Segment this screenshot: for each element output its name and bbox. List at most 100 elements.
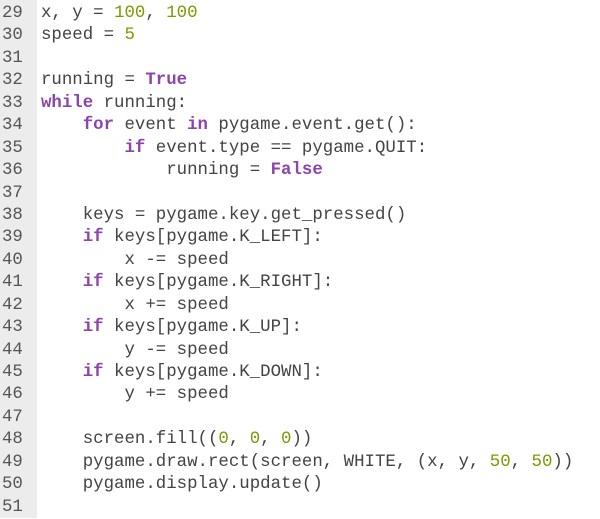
code-text: screen.fill((0, 0, 0)) xyxy=(41,429,313,451)
code-token: speed = xyxy=(41,26,125,46)
line-number: 37 xyxy=(2,183,23,203)
line-number: 32 xyxy=(2,71,23,91)
code-token: keys[pygame.K_LEFT]: xyxy=(103,228,323,248)
code-token: keys[pygame.K_DOWN]: xyxy=(103,363,323,382)
line-number: 29 xyxy=(2,4,23,23)
code-text: running = True xyxy=(41,70,187,92)
keyword-token: if xyxy=(82,273,104,293)
code-line[interactable]: 46 y += speed xyxy=(0,384,600,406)
code-line[interactable]: 38 keys = pygame.key.get_pressed() xyxy=(0,205,600,227)
code-text: while running: xyxy=(41,93,187,115)
code-token: running = xyxy=(41,71,146,91)
code-text: keys = pygame.key.get_pressed() xyxy=(41,205,407,227)
line-number: 48 xyxy=(2,430,23,450)
code-token xyxy=(41,363,83,382)
line-number: 34 xyxy=(2,116,23,136)
code-line[interactable]: 29 x, y = 100, 100 xyxy=(0,3,600,25)
code-line[interactable]: 34 for event in pygame.event.get(): xyxy=(0,115,600,137)
code-token: y -= speed xyxy=(41,340,229,360)
code-line[interactable]: 33 while running: xyxy=(0,93,600,115)
code-line[interactable]: 49 pygame.draw.rect(screen, WHITE, (x, y… xyxy=(0,452,600,474)
code-token xyxy=(41,273,83,292)
code-line[interactable]: 44 y -= speed xyxy=(0,340,600,362)
code-editor[interactable]: 29 x, y = 100, 100 30 speed = 5 31 32 running … xyxy=(0,3,600,519)
code-token: x, y = xyxy=(41,4,115,23)
keyword-token: if xyxy=(82,228,104,248)
code-text: x -= speed xyxy=(41,250,229,272)
code-token: )) xyxy=(291,430,313,450)
line-number: 33 xyxy=(2,93,23,113)
code-token xyxy=(41,318,83,337)
line-number: 45 xyxy=(2,363,23,382)
code-text: pygame.draw.rect(screen, WHITE, (x, y, 5… xyxy=(41,452,574,474)
code-text: x, y = 100, 100 xyxy=(41,3,198,25)
code-token: event xyxy=(114,116,188,136)
line-number: 42 xyxy=(2,295,23,315)
code-token xyxy=(41,228,83,247)
code-text: running = False xyxy=(41,160,323,182)
code-token xyxy=(41,116,83,135)
code-token: )) xyxy=(552,452,574,472)
line-number: 43 xyxy=(2,318,23,338)
code-line[interactable]: 41 if keys[pygame.K_RIGHT]: xyxy=(0,272,600,294)
code-token: , xyxy=(260,430,282,450)
code-token: , xyxy=(510,452,532,472)
code-token: pygame.event.get(): xyxy=(208,116,417,136)
code-token: pygame.draw.rect(screen, WHITE, (x, y, xyxy=(41,452,490,472)
line-number: 44 xyxy=(2,340,23,360)
code-token: keys[pygame.K_UP]: xyxy=(103,318,302,338)
code-token: x -= speed xyxy=(41,250,229,270)
code-text: if keys[pygame.K_RIGHT]: xyxy=(41,272,333,294)
keyword-token: if xyxy=(82,363,104,382)
code-text: y += speed xyxy=(41,384,229,406)
number-token: 0 xyxy=(281,430,292,450)
code-text: x += speed xyxy=(41,295,229,317)
code-line[interactable]: 42 x += speed xyxy=(0,295,600,317)
line-number: 51 xyxy=(2,497,23,517)
code-line[interactable]: 32 running = True xyxy=(0,70,600,92)
code-token: keys = pygame.key.get_pressed() xyxy=(41,205,407,225)
code-line[interactable]: 39 if keys[pygame.K_LEFT]: xyxy=(0,227,600,249)
code-token: running = xyxy=(41,161,271,181)
code-line[interactable]: 36 running = False xyxy=(0,160,600,182)
line-number: 41 xyxy=(2,273,23,293)
line-number: 39 xyxy=(2,228,23,248)
number-token: 0 xyxy=(218,430,229,450)
code-text: speed = 5 xyxy=(41,25,135,47)
code-token: , xyxy=(228,430,250,450)
line-number: 40 xyxy=(2,250,23,270)
code-line[interactable]: 50 pygame.display.update() xyxy=(0,474,600,496)
code-line[interactable]: 37 xyxy=(0,183,600,205)
code-token: x += speed xyxy=(41,295,229,315)
code-line[interactable]: 48 screen.fill((0, 0, 0)) xyxy=(0,429,600,451)
code-text: y -= speed xyxy=(41,340,229,362)
line-number: 30 xyxy=(2,26,23,46)
line-number-gutter xyxy=(0,0,37,518)
code-token xyxy=(41,139,125,158)
line-number: 36 xyxy=(2,161,23,181)
code-line[interactable]: 30 speed = 5 xyxy=(0,25,600,47)
code-line[interactable]: 35 if event.type == pygame.QUIT: xyxy=(0,138,600,160)
code-line[interactable]: 31 xyxy=(0,48,600,70)
code-text: if keys[pygame.K_LEFT]: xyxy=(41,227,323,249)
code-token: event.type == pygame.QUIT: xyxy=(145,138,428,158)
code-line[interactable]: 40 x -= speed xyxy=(0,250,600,272)
code-token: y += speed xyxy=(41,385,229,405)
code-token: pygame.display.update() xyxy=(41,475,323,495)
number-token: 5 xyxy=(124,26,135,46)
code-token: running: xyxy=(93,93,188,113)
code-line[interactable]: 45 if keys[pygame.K_DOWN]: xyxy=(0,362,600,384)
code-line[interactable]: 43 if keys[pygame.K_UP]: xyxy=(0,317,600,339)
code-token: screen.fill(( xyxy=(41,430,219,450)
line-number: 47 xyxy=(2,407,23,427)
number-token: 0 xyxy=(249,430,261,450)
line-number: 31 xyxy=(2,48,23,68)
code-text: if event.type == pygame.QUIT: xyxy=(41,138,428,160)
code-line[interactable]: 51 xyxy=(0,497,600,519)
code-line[interactable]: 47 xyxy=(0,407,600,429)
number-token: 50 xyxy=(489,452,511,472)
code-text: for event in pygame.event.get(): xyxy=(41,115,417,137)
code-token: , xyxy=(145,4,167,23)
keyword-token: for xyxy=(82,116,115,136)
keyword-token: if xyxy=(82,318,104,338)
